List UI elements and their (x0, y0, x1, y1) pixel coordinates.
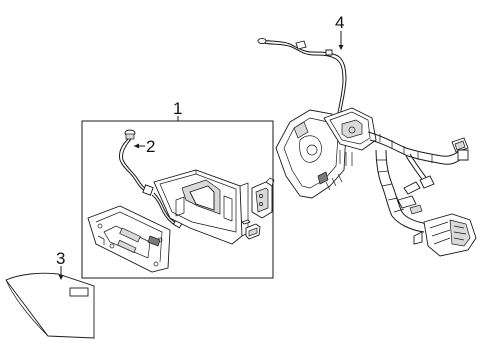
callout-2-label: 2 (146, 137, 155, 156)
bracket-housing[interactable] (153, 169, 249, 245)
part-2-wire-lead[interactable] (119, 129, 183, 229)
callout-3-label: 3 (56, 249, 65, 268)
part-3-insulator-pad[interactable] (5, 272, 95, 339)
callout-4[interactable]: 4 (335, 13, 344, 50)
callout-1-label: 1 (173, 99, 182, 118)
callout-1[interactable]: 1 (173, 99, 182, 121)
control-module[interactable] (251, 177, 275, 219)
callout-3[interactable]: 3 (56, 249, 65, 280)
callout-4-label: 4 (335, 13, 344, 32)
callout-2[interactable]: 2 (134, 137, 155, 156)
lower-mounting-plate[interactable] (87, 205, 171, 273)
retainer-clip[interactable] (241, 219, 261, 240)
part-4-harness-assembly[interactable] (257, 37, 477, 257)
